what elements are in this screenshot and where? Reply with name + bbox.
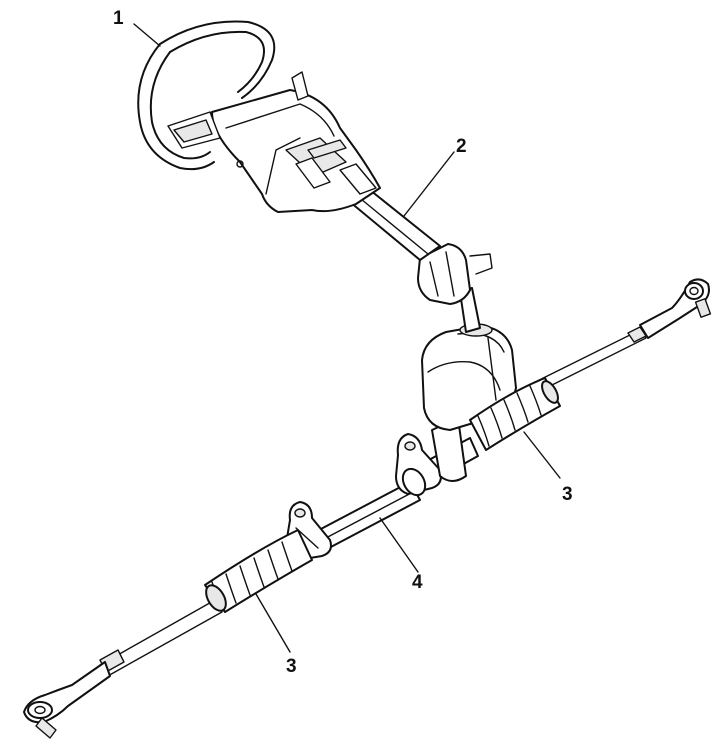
callout-leaders (133, 23, 561, 653)
callout-4: 4 (412, 572, 423, 593)
callout-1: 1 (113, 8, 124, 29)
callout-3-left: 3 (286, 656, 297, 677)
boot-right (469, 377, 561, 451)
tie-rod-end-left (23, 661, 111, 739)
callout-2: 2 (456, 136, 467, 157)
tie-rod-end-right (639, 278, 712, 339)
intermediate-shaft (417, 243, 493, 333)
boot-left (204, 529, 313, 613)
steering-wheel (137, 20, 276, 171)
steering-rack (23, 278, 712, 739)
column-shroud (211, 71, 381, 213)
callout-3-right: 3 (562, 484, 573, 505)
